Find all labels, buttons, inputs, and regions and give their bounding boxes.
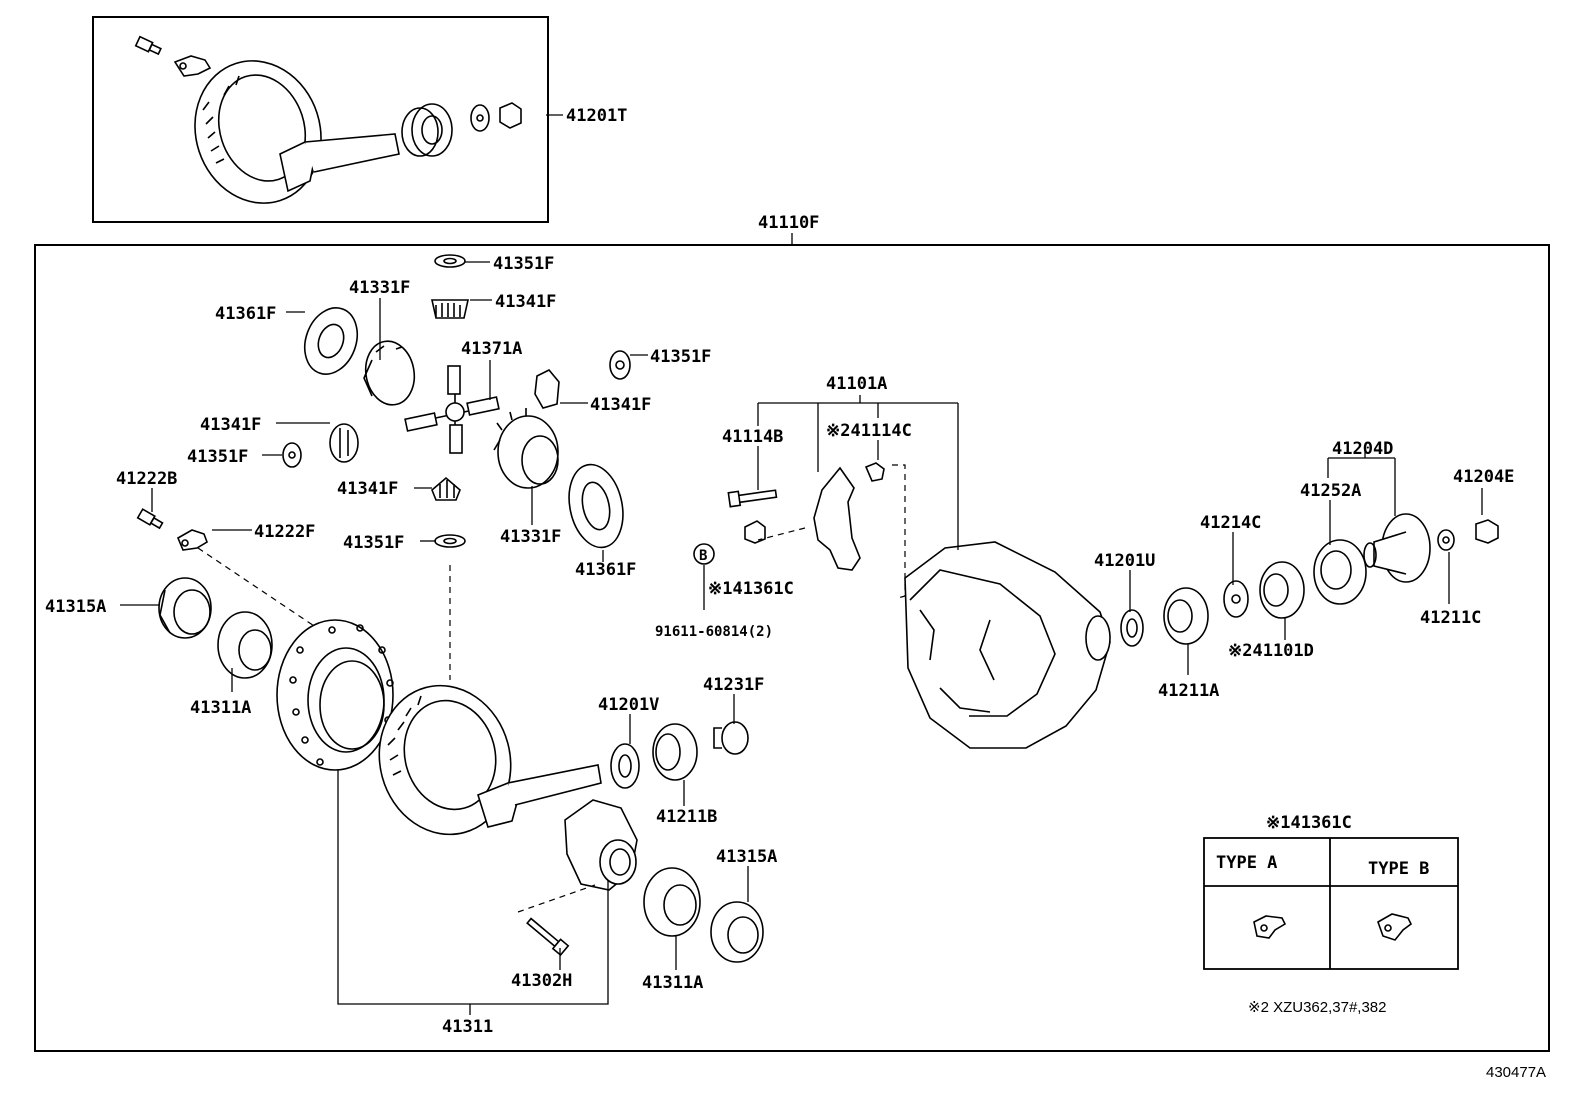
label-41211B[interactable]: 41211B (656, 807, 717, 827)
label-41315A-left[interactable]: 41315A (45, 597, 106, 617)
label-41101A[interactable]: 41101A (826, 374, 887, 394)
label-41361F-left[interactable]: 41361F (215, 304, 276, 324)
label-41351F-top[interactable]: 41351F (493, 254, 554, 274)
label-41361C[interactable]: ※141361C (708, 579, 794, 599)
label-41302H[interactable]: 41302H (511, 971, 572, 991)
label-41341F-right[interactable]: 41341F (590, 395, 651, 415)
label-41341F-left[interactable]: 41341F (200, 415, 261, 435)
label-41201T[interactable]: 41201T (566, 106, 627, 126)
label-91611-60814[interactable]: 91611-60814(2) (655, 624, 773, 640)
label-41114C[interactable]: ※241114C (826, 421, 912, 441)
differential-gears-illustration (282, 254, 631, 680)
part-labels: 41351F 41341F 41331F 41361F 41371A 41351… (45, 254, 1514, 1037)
type-legend: ※141361C TYPE A TYPE B ※2 XZU362,37#,382 (1203, 813, 1459, 1016)
label-41211C[interactable]: 41211C (1420, 608, 1481, 628)
label-41114B[interactable]: 41114B (722, 427, 783, 447)
bolt-lock-illustration (136, 508, 336, 641)
assembly-frame-41110F (34, 244, 1550, 1052)
label-41361F-bottom[interactable]: 41361F (575, 560, 636, 580)
label-41371A[interactable]: 41371A (461, 339, 522, 359)
label-41222B[interactable]: 41222B (116, 469, 177, 489)
label-41204D[interactable]: 41204D (1332, 439, 1393, 459)
label-41331F-top[interactable]: 41331F (349, 278, 410, 298)
footnote-2: ※2 XZU362,37#,382 (1248, 999, 1387, 1016)
label-41211A[interactable]: 41211A (1158, 681, 1219, 701)
legend-type-a: TYPE A (1216, 853, 1277, 873)
label-41311[interactable]: 41311 (442, 1017, 493, 1037)
circle-b-marker: B (693, 543, 715, 565)
label-41331F-bottom[interactable]: 41331F (500, 527, 561, 547)
kit-frame-41201T (92, 16, 549, 223)
label-41201U[interactable]: 41201U (1094, 551, 1155, 571)
label-41222F[interactable]: 41222F (254, 522, 315, 542)
label-41101D[interactable]: ※241101D (1228, 641, 1314, 661)
legend-title: ※141361C (1266, 813, 1352, 833)
label-41351F-left[interactable]: 41351F (187, 447, 248, 467)
label-41252A[interactable]: 41252A (1300, 481, 1361, 501)
label-41311A-right[interactable]: 41311A (642, 973, 703, 993)
label-41201V[interactable]: 41201V (598, 695, 659, 715)
diagram-id: 430477A (1486, 1064, 1546, 1081)
label-41315A-right[interactable]: 41315A (716, 847, 777, 867)
label-41110F[interactable]: 41110F (758, 213, 819, 233)
label-41341F-top[interactable]: 41341F (495, 292, 556, 312)
svg-text:B: B (699, 548, 707, 564)
ring-pinion-kit-illustration (134, 35, 522, 204)
type-a-shim-icon (1253, 915, 1287, 939)
carrier-ring-gear-illustration (158, 577, 764, 963)
label-41311A-left[interactable]: 41311A (190, 698, 251, 718)
label-41341F-bottom[interactable]: 41341F (337, 479, 398, 499)
label-41231F[interactable]: 41231F (703, 675, 764, 695)
carrier-housing-illustration (727, 462, 1499, 749)
legend-type-b: TYPE B (1368, 859, 1429, 879)
type-b-shim-icon (1377, 913, 1413, 941)
label-41204E[interactable]: 41204E (1453, 467, 1514, 487)
label-41351F-right[interactable]: 41351F (650, 347, 711, 367)
leader-lines (120, 261, 1483, 1015)
label-41351F-bottom[interactable]: 41351F (343, 533, 404, 553)
label-41214C[interactable]: 41214C (1200, 513, 1261, 533)
